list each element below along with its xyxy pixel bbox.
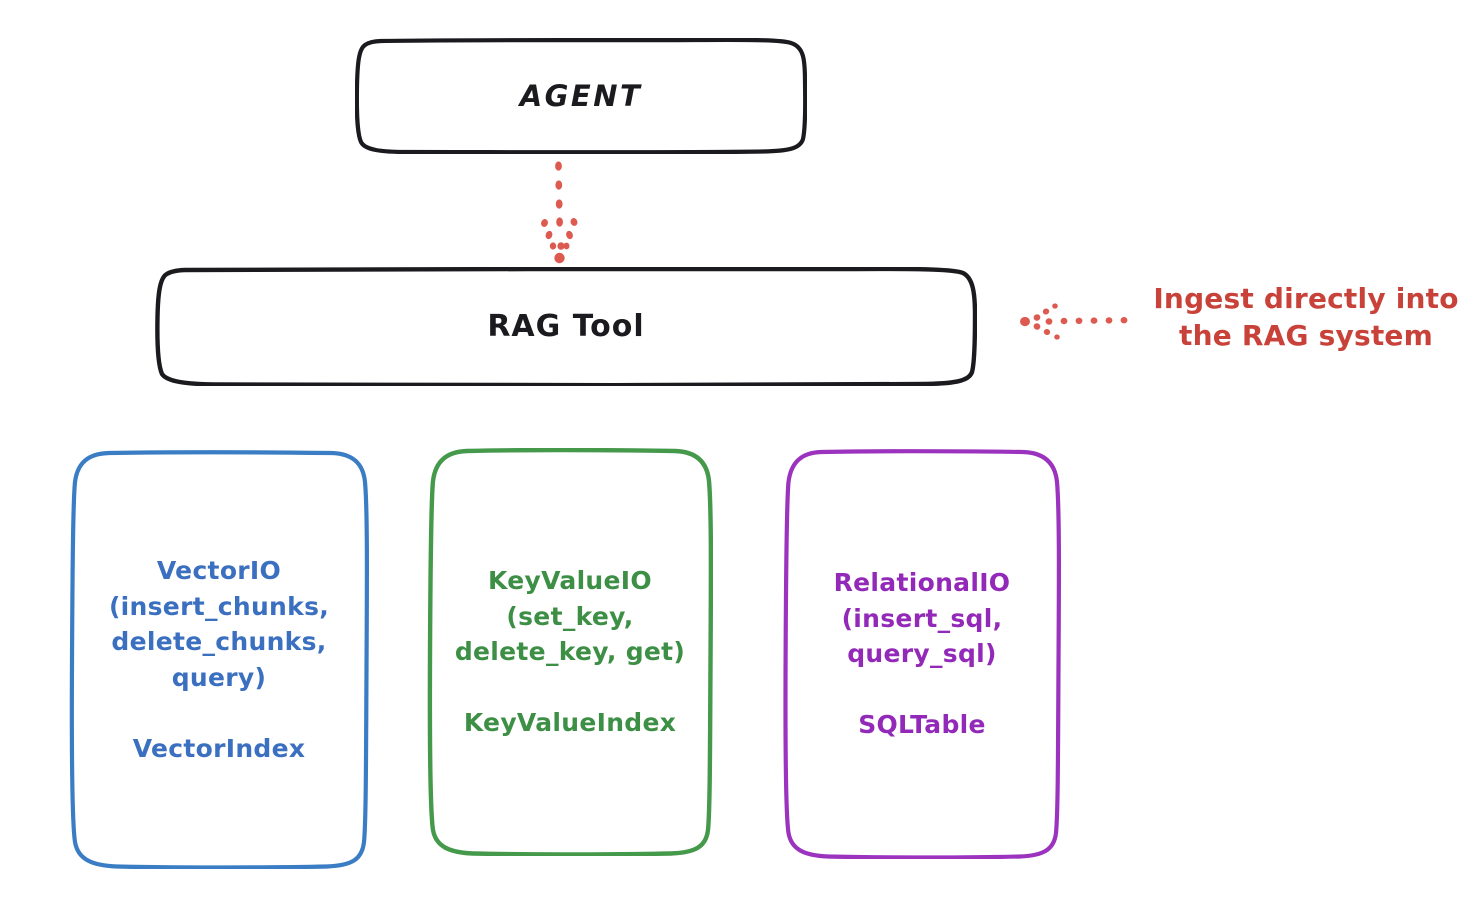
node-agent[interactable]: AGENT xyxy=(355,38,807,154)
node-key-value-io[interactable]: KeyValueIO (set_key, delete_key, get) Ke… xyxy=(427,448,713,856)
node-relational-io[interactable]: RelationalIO (insert_sql, query_sql) SQL… xyxy=(783,449,1061,859)
node-vector-io[interactable]: VectorIO (insert_chunks, delete_chunks, … xyxy=(69,450,369,869)
node-rag-tool[interactable]: RAG Tool xyxy=(155,267,977,386)
ingest-annotation-text: Ingest directly into the RAG system xyxy=(1153,282,1459,353)
key-value-io-label: KeyValueIO (set_key, delete_key, get) Ke… xyxy=(454,566,686,738)
agent-label: AGENT xyxy=(519,78,643,113)
vector-io-label: VectorIO (insert_chunks, delete_chunks, … xyxy=(108,556,330,763)
connector-agent-to-rag-tool-arrow xyxy=(541,161,578,264)
rag-tool-label: RAG Tool xyxy=(487,308,645,344)
relational-io-label: RelationalIO (insert_sql, query_sql) SQL… xyxy=(833,568,1011,740)
ingest-annotation-arrow xyxy=(1020,303,1128,340)
